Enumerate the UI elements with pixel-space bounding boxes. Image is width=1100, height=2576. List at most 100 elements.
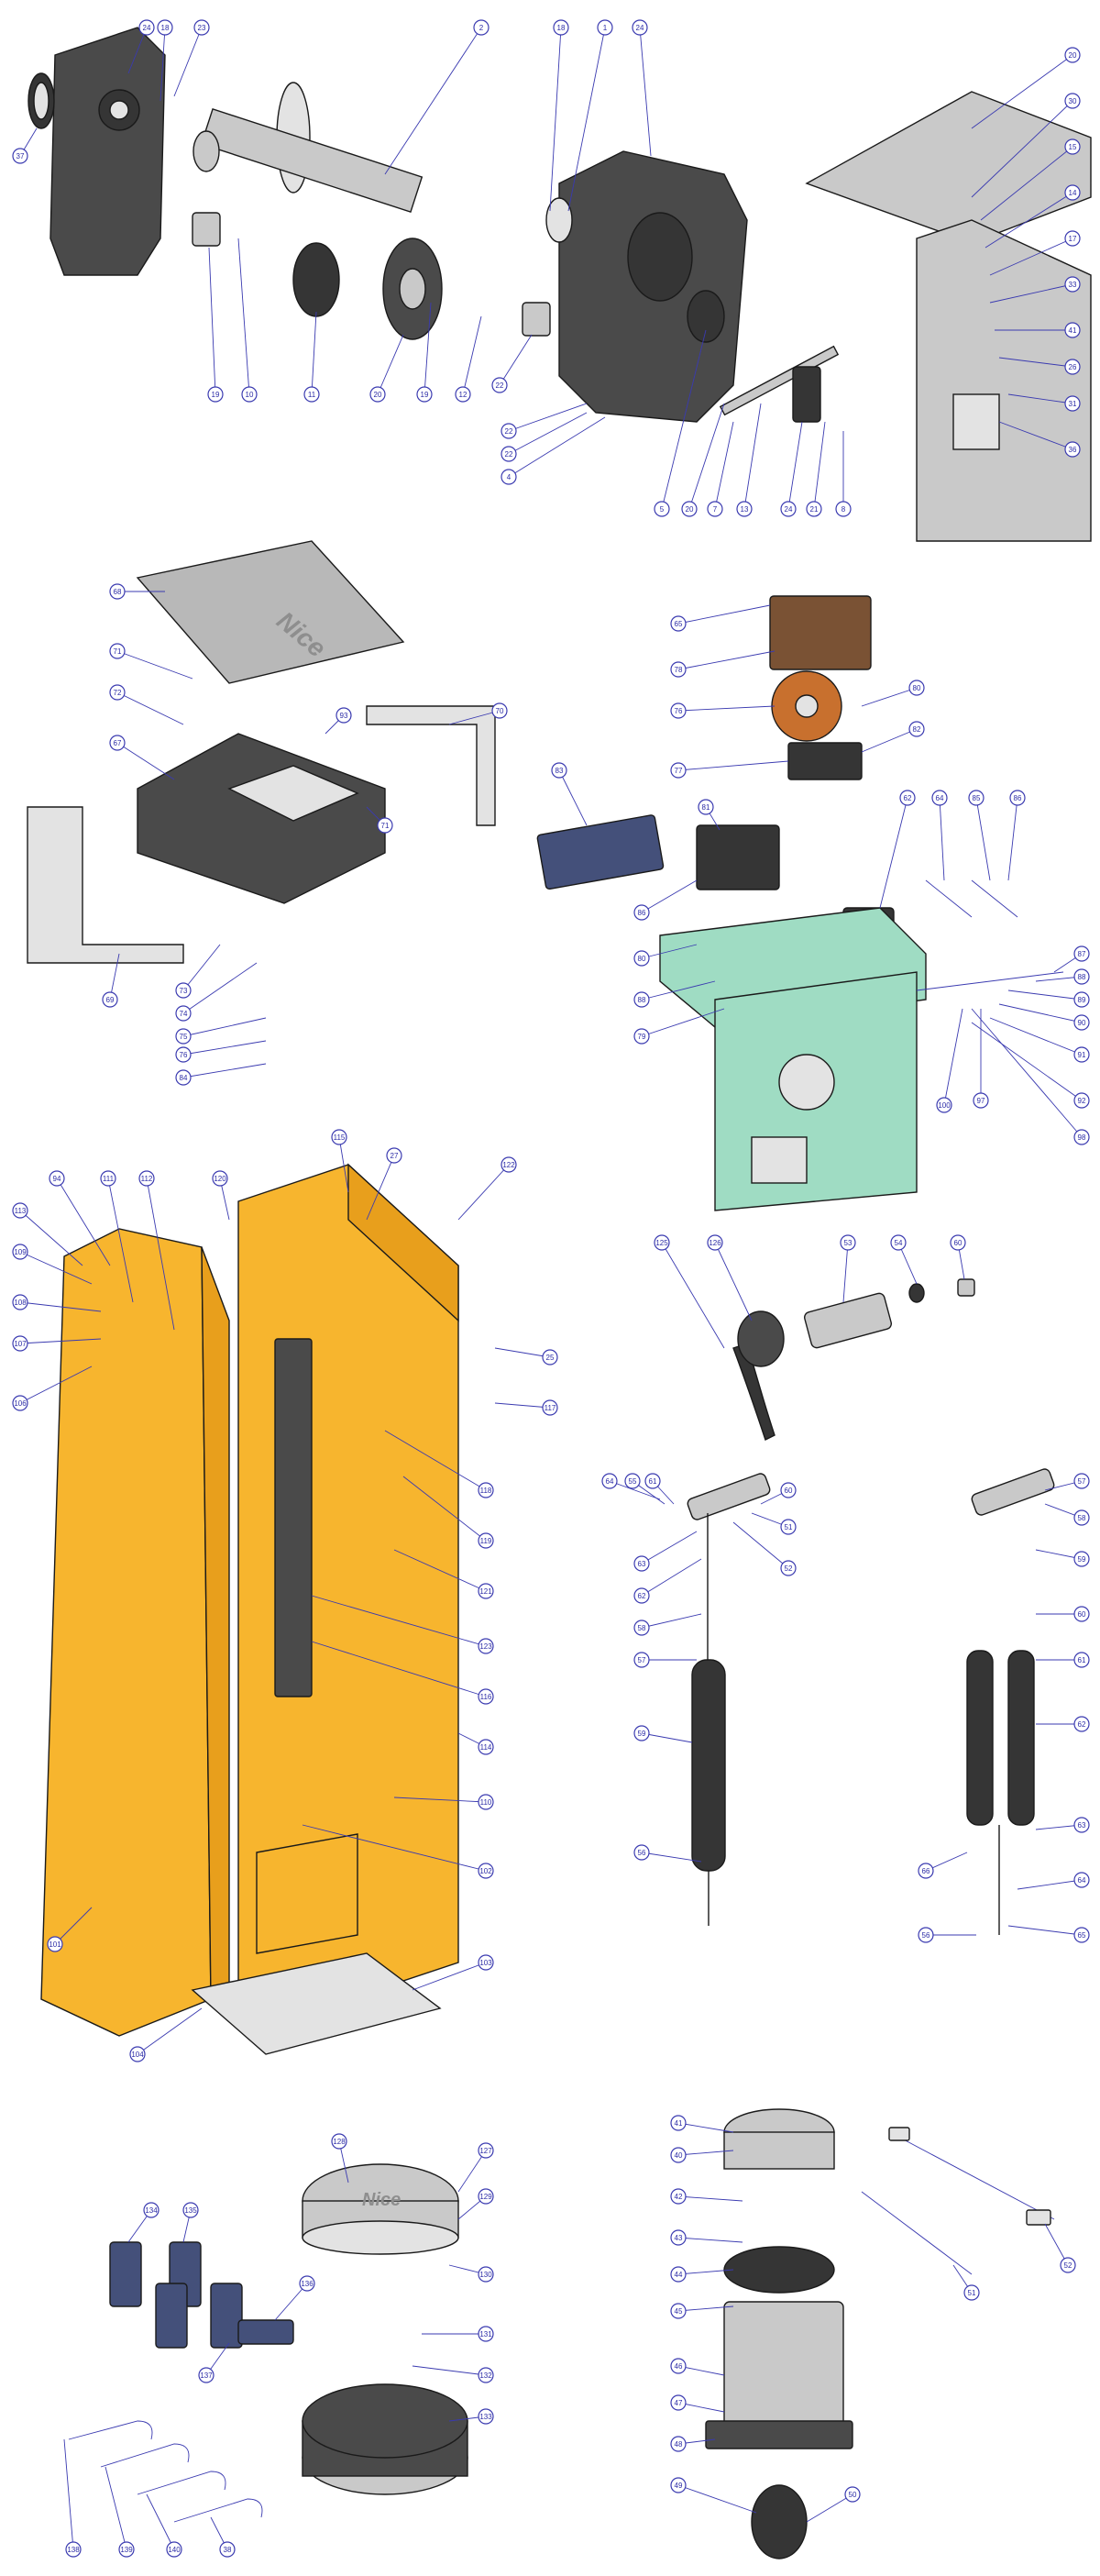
motor-part bbox=[705, 2108, 853, 2559]
callout-label: 94 bbox=[53, 1175, 61, 1183]
callout-label: 102 bbox=[479, 1867, 492, 1875]
main-shaft-gear-part bbox=[192, 82, 424, 213]
callout-label: 61 bbox=[1078, 1656, 1086, 1664]
callout-label: 14 bbox=[1069, 189, 1077, 197]
callout-label: 24 bbox=[143, 24, 151, 32]
callout-label: 62 bbox=[638, 1592, 646, 1600]
callout-label: 80 bbox=[638, 955, 646, 963]
bracket-blocks-part bbox=[109, 2241, 294, 2349]
callout-label: 72 bbox=[114, 689, 122, 697]
callout-label: 61 bbox=[649, 1477, 657, 1486]
gearmotor-base-part bbox=[302, 2383, 468, 2495]
callout-label: 116 bbox=[480, 1693, 492, 1701]
anchor-bolts-part bbox=[68, 2420, 263, 2523]
callout-label: 66 bbox=[922, 1867, 930, 1875]
callout-label: 76 bbox=[675, 707, 683, 715]
callout-label: 13 bbox=[741, 505, 749, 514]
arm-springs-section: 125 126 53 54 60 64 55 61 63 62 58 57 59 bbox=[601, 1234, 1090, 1943]
callout-label: 133 bbox=[479, 2413, 492, 2421]
callout-label: 51 bbox=[968, 2289, 976, 2297]
callout-label: 83 bbox=[556, 767, 564, 775]
callout-label: 30 bbox=[1069, 97, 1077, 105]
cables-part bbox=[861, 2127, 1055, 2275]
callout-label: 43 bbox=[675, 2234, 683, 2242]
callout-label: 58 bbox=[1078, 1514, 1086, 1522]
callout-label: 58 bbox=[638, 1624, 646, 1632]
callout-label: 22 bbox=[505, 427, 513, 436]
callout-label: 135 bbox=[184, 2206, 197, 2215]
callout-label: 20 bbox=[686, 505, 694, 514]
callout-label: 82 bbox=[913, 725, 921, 734]
callout-label: 93 bbox=[340, 712, 348, 720]
callout-label: 88 bbox=[638, 996, 646, 1004]
callout-label: 7 bbox=[713, 505, 718, 514]
callout-label: 80 bbox=[913, 684, 921, 692]
callout-label: 56 bbox=[922, 1931, 930, 1940]
sleeve-part bbox=[732, 1292, 892, 1441]
callout-label: 27 bbox=[390, 1152, 399, 1160]
callout-label: 110 bbox=[480, 1798, 492, 1807]
callout-label: 137 bbox=[200, 2371, 213, 2380]
callout-label: 71 bbox=[381, 822, 390, 830]
callout-label: 1 bbox=[603, 24, 608, 32]
gearbox-section: 24 18 23 2 37 19 10 11 20 19 12 22 18 bbox=[12, 19, 1092, 542]
round-cover-part: Nice bbox=[302, 2163, 459, 2255]
callout-label: 75 bbox=[180, 1033, 188, 1041]
callout-label: 24 bbox=[785, 505, 793, 514]
control-unit-part bbox=[536, 595, 895, 955]
callout-label: 119 bbox=[480, 1537, 492, 1545]
callout-label: 112 bbox=[141, 1175, 153, 1183]
callout-label: 46 bbox=[675, 2362, 683, 2371]
callout-label: 57 bbox=[1078, 1477, 1086, 1486]
callout-label: 50 bbox=[849, 2491, 857, 2499]
callout-label: 42 bbox=[675, 2193, 683, 2201]
callout-label: 74 bbox=[180, 1010, 188, 1018]
callout-label: 103 bbox=[479, 1959, 492, 1967]
callout-label: 4 bbox=[507, 473, 512, 481]
callout-label: 47 bbox=[675, 2399, 683, 2407]
callout-label: 36 bbox=[1069, 446, 1077, 454]
callout-label: 21 bbox=[810, 505, 819, 514]
callout-label: 79 bbox=[638, 1033, 646, 1041]
callout-label: 67 bbox=[114, 739, 122, 747]
callout-label: 129 bbox=[479, 2193, 492, 2201]
wire-harness-part bbox=[916, 879, 1064, 991]
callout-label: 60 bbox=[954, 1239, 962, 1247]
callout-label: 122 bbox=[502, 1161, 515, 1169]
gearbox-cover-part bbox=[50, 27, 166, 276]
callout-label: 140 bbox=[168, 2546, 181, 2554]
callout-label: 113 bbox=[15, 1207, 27, 1215]
callout-label: 60 bbox=[1078, 1610, 1086, 1619]
callout-label: 78 bbox=[675, 666, 683, 674]
callout-label: 114 bbox=[480, 1743, 492, 1752]
block-part bbox=[192, 212, 221, 247]
callout-label: 41 bbox=[1069, 326, 1077, 335]
cabinet-callouts: 94 111 112 113 109 108 107 106 101 27 11… bbox=[12, 1129, 558, 2062]
callout-label: 24 bbox=[636, 24, 644, 32]
callout-label: 136 bbox=[301, 2280, 314, 2288]
callout-label: 22 bbox=[505, 450, 513, 459]
limit-switch-part bbox=[792, 366, 821, 423]
callout-label: 53 bbox=[844, 1239, 852, 1247]
callout-label: 71 bbox=[114, 647, 122, 656]
callout-label: 64 bbox=[606, 1477, 614, 1486]
side-strip-part bbox=[27, 806, 184, 964]
callout-label: 23 bbox=[198, 24, 206, 32]
callout-label: 15 bbox=[1069, 143, 1077, 151]
callout-label: 19 bbox=[212, 391, 220, 399]
callout-label: 100 bbox=[938, 1101, 951, 1110]
callout-label: 109 bbox=[14, 1248, 27, 1256]
callout-label: 132 bbox=[479, 2371, 492, 2380]
callout-label: 18 bbox=[557, 24, 566, 32]
gearbox-callouts: 24 18 23 2 37 19 10 11 20 19 12 22 18 bbox=[12, 19, 1081, 517]
gear-set-part bbox=[292, 238, 443, 340]
callout-label: 138 bbox=[67, 2546, 80, 2554]
callout-label: 139 bbox=[120, 2546, 133, 2554]
callout-label: 52 bbox=[1064, 2261, 1072, 2270]
callout-label: 44 bbox=[675, 2271, 683, 2279]
callout-label: 33 bbox=[1069, 281, 1077, 289]
callout-label: 69 bbox=[106, 996, 115, 1004]
rod-part bbox=[719, 345, 840, 416]
callout-label: 126 bbox=[709, 1239, 721, 1247]
callout-label: 77 bbox=[675, 767, 683, 775]
